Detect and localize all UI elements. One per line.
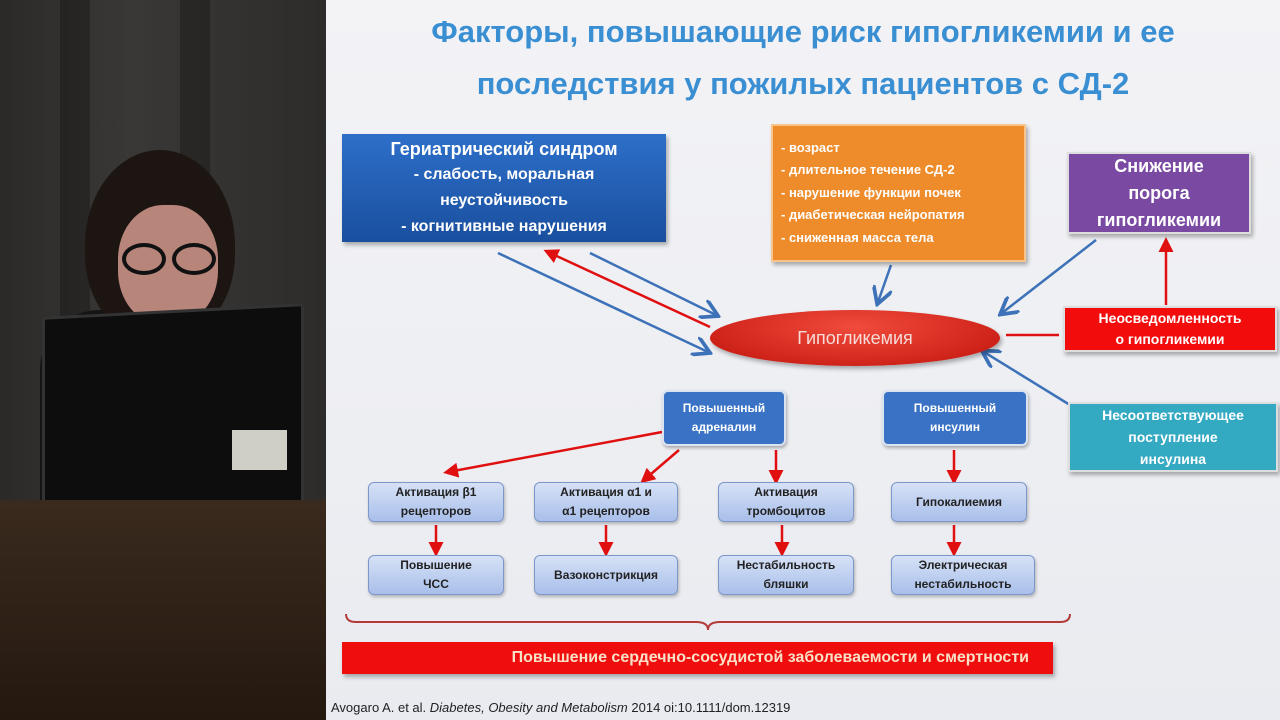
- box-line: поступление: [1128, 429, 1218, 445]
- box-line: о гипогликемии: [1115, 331, 1225, 347]
- box-heading: Гериатрический синдром: [390, 139, 618, 159]
- outcome-box: Электрическая нестабильность: [891, 555, 1035, 595]
- box-line: инсулина: [1139, 451, 1207, 467]
- sticker: [232, 430, 287, 470]
- box-line: - когнитивные нарушения: [401, 218, 607, 235]
- box-line: Нестабильность: [736, 558, 836, 572]
- box-line: тромбоцитов: [746, 504, 826, 518]
- insulin-box: Повышенный инсулин: [882, 390, 1028, 446]
- adrenaline-box: Повышенный адреналин: [662, 390, 786, 446]
- unawareness-box: Неосведомленность о гипогликемии: [1063, 306, 1277, 352]
- arrow: [640, 449, 680, 484]
- box-line: Электрическая: [918, 558, 1008, 572]
- slide-title: Факторы, повышающие риск гипогликемии и …: [326, 10, 1280, 106]
- box-line: Несоответствующее: [1102, 407, 1244, 423]
- geriatric-syndrome-box: Гериатрический синдром - слабость, морал…: [342, 134, 666, 242]
- box-line: неустойчивость: [440, 192, 568, 209]
- risk-factor: - нарушение функции почек: [781, 184, 961, 200]
- title-line: Факторы, повышающие риск гипогликемии и …: [431, 14, 1175, 49]
- box-line: Неосведомленность: [1098, 310, 1242, 326]
- box-line: - слабость, моральная: [413, 166, 595, 183]
- box-line: α1 рецепторов: [562, 504, 650, 518]
- box-line: Вазоконстрикция: [554, 567, 658, 582]
- node-label: Гипогликемия: [797, 327, 913, 348]
- box-line: Повышение: [400, 558, 472, 572]
- outcome-banner: Повышение сердечно-сосудистой заболеваем…: [342, 642, 1053, 674]
- title-line: последствия у пожилых пациентов с СД-2: [476, 66, 1130, 101]
- risk-factor: - возраст: [781, 139, 840, 155]
- box-line: Повышенный: [682, 401, 766, 415]
- arrow: [878, 264, 891, 302]
- effect-box: Активация α1 и α1 рецепторов: [534, 482, 678, 522]
- arrow: [984, 352, 1071, 407]
- podium: [0, 500, 326, 720]
- risk-factors-box: - возраст - длительное течение СД-2 - на…: [771, 124, 1026, 262]
- insulin-mismatch-box: Несоответствующее поступление инсулина: [1068, 402, 1278, 472]
- box-line: Повышенный: [913, 401, 997, 415]
- glasses: [122, 243, 222, 275]
- arrows: [345, 237, 1174, 631]
- box-line: Гипокалиемия: [916, 494, 1002, 509]
- slide: Факторы, повышающие риск гипогликемии и …: [326, 0, 1280, 720]
- box-line: Снижение: [1114, 155, 1204, 176]
- citation-authors: Avogaro A. et al.: [331, 700, 430, 715]
- risk-factor: - длительное течение СД-2: [781, 162, 955, 178]
- box-line: адреналин: [691, 420, 757, 434]
- speaker-video: [0, 0, 326, 720]
- box-line: бляшки: [763, 577, 809, 591]
- box-line: Активация β1: [395, 485, 477, 499]
- hypoglycemia-node: Гипогликемия: [710, 310, 1000, 366]
- box-line: нестабильность: [914, 577, 1012, 591]
- outcome-box: Нестабильность бляшки: [718, 555, 854, 595]
- effect-box: Активация тромбоцитов: [718, 482, 854, 522]
- effect-box: Активация β1 рецепторов: [368, 482, 504, 522]
- outcome-box: Вазоконстрикция: [534, 555, 678, 595]
- citation-rest: 2014 oi:10.1111/dom.12319: [627, 700, 791, 715]
- risk-factor: - сниженная масса тела: [781, 229, 934, 245]
- citation: Avogaro A. et al. Diabetes, Obesity and …: [331, 700, 790, 715]
- arrow: [1002, 239, 1097, 313]
- box-line: ЧСС: [423, 577, 449, 591]
- effect-box: Гипокалиемия: [891, 482, 1027, 522]
- box-line: Активация: [754, 485, 818, 499]
- box-line: Активация α1 и: [560, 485, 652, 499]
- arrow: [497, 251, 708, 352]
- threshold-box: Снижение порога гипогликемии: [1067, 152, 1251, 234]
- arrow: [443, 430, 663, 478]
- arrow: [589, 251, 716, 315]
- monitor: [42, 303, 304, 517]
- outcome-text: Повышение сердечно-сосудистой заболеваем…: [511, 649, 1029, 666]
- arrow: [543, 249, 711, 329]
- citation-journal: Diabetes, Obesity and Metabolism: [429, 700, 628, 715]
- box-line: инсулин: [929, 420, 981, 434]
- box-line: порога: [1128, 182, 1190, 203]
- risk-factor: - диабетическая нейропатия: [781, 207, 965, 223]
- brace: [345, 613, 1071, 631]
- box-line: гипогликемии: [1096, 209, 1222, 230]
- box-line: рецепторов: [400, 504, 472, 518]
